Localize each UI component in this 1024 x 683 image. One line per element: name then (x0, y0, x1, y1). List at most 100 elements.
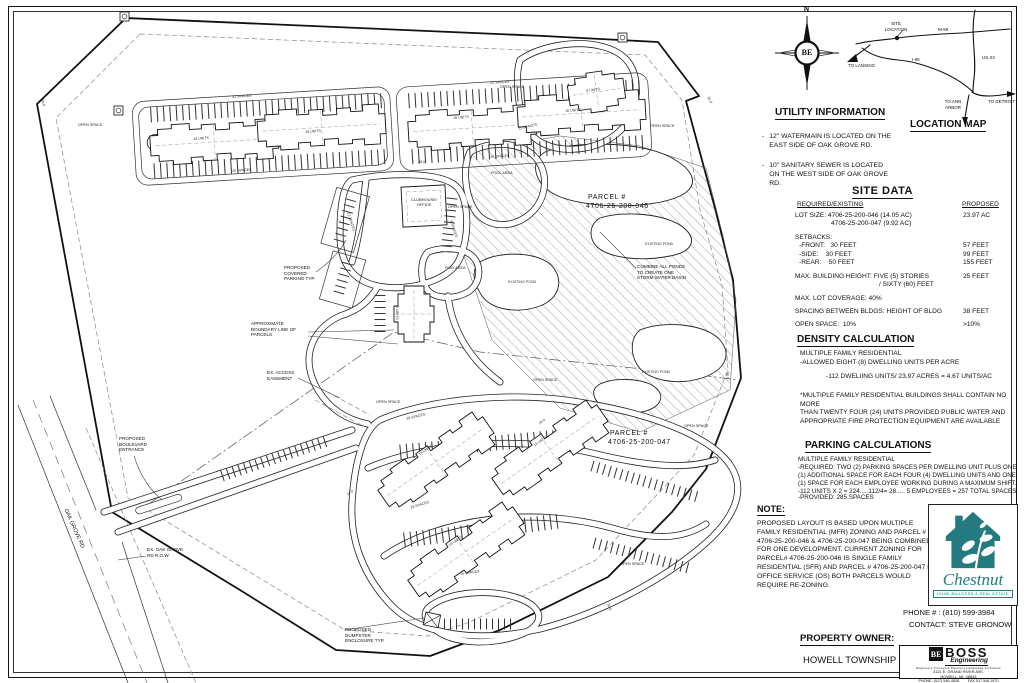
list-marker: - (762, 132, 765, 140)
us23-label: US-23 (982, 55, 995, 60)
covered-parking-structures (318, 186, 370, 309)
parcel-047-label: PARCEL # (610, 430, 648, 437)
open-space-label: OPEN SPACE (448, 205, 473, 209)
table-row: SETBACKS: (795, 234, 1019, 242)
cell: 23.97 AC (963, 212, 991, 219)
boundary-note: APPROXIMATE BOUNDARY LINE OF PARCELS (251, 321, 297, 338)
building-mid (374, 285, 435, 343)
sheet-border-inner (13, 11, 1012, 673)
cell: 99 FEET (963, 250, 990, 258)
parking-heading: PARKING CALCULATIONS (805, 440, 932, 453)
chestnut-logo: Chestnut HOME BUILDERS & REAL ESTATE (928, 504, 1018, 606)
cell: / SIXTY (60) FEET (879, 281, 934, 289)
utility-list: - 12" WATERMAIN IS LOCATED ON THE EAST S… (762, 124, 932, 201)
existing-pond-label: EXISTING POND (508, 280, 537, 284)
boulevard-note: PROPOSED BOULEVARD ENTRANCE (119, 436, 147, 453)
table-row: MAX. LOT COVERAGE: 40% (795, 295, 1019, 303)
chestnut-wordmark: Chestnut (942, 570, 1004, 589)
covered-parking-note: PROPOSED COVERED PARKING TYP. (284, 265, 316, 282)
boss-phone: PHONE: (517) 546-4836 (918, 679, 959, 683)
cell: MAX. BUILDING HEIGHT: FIVE (5) STORIES (795, 272, 929, 280)
property-owner-name: HOWELL TOWNSHIP (803, 655, 897, 666)
oak-grove-road (17, 395, 197, 683)
chestnut-phone: PHONE # : (810) 599-3984 (903, 608, 995, 617)
boss-address2: HOWELL, MI. 48843 (940, 673, 977, 679)
location-map-lines (847, 9, 1016, 126)
cell (963, 234, 1019, 242)
cell: 57 FEET (963, 242, 990, 250)
note-body: PROPOSED LAYOUT IS BASED UPON MULTIPLE F… (757, 520, 934, 589)
boss-logo-row: BE BOSS Engineering (929, 645, 988, 666)
site-data-heading: SITE DATA (852, 185, 913, 199)
open-space-label: OPEN SPACE (500, 85, 525, 89)
north-monogram: BE (801, 48, 813, 57)
cell: LOT SIZE: 4706-25-200-046 (14.05 AC) (795, 212, 912, 219)
boss-name: BOSS (945, 645, 988, 660)
cell: 25 FEET (963, 272, 990, 280)
existing-pond-label: EXISTING POND (642, 370, 671, 374)
table-row: -SIDE: 30 FEET 99 FEET (795, 251, 1019, 259)
open-space-label: OPEN SPACE (376, 400, 401, 404)
cell: -REAR: 50 FEET (799, 259, 855, 267)
density-line: MULTIPLE FAMILY RESIDENTIAL -ALLOWED EIG… (800, 350, 960, 366)
table-row: / SIXTY (60) FEET (795, 281, 1019, 289)
boss-address1: 3121 E. GRAND RIVER AVE. (933, 669, 984, 675)
utility-item: - 10" SANITARY SEWER IS LOCATED ON THE W… (762, 162, 932, 188)
storm-basin-area (461, 135, 737, 433)
to-lansing-label: TO LANSING (848, 63, 876, 68)
open-space-label: OPEN SPACE (78, 123, 103, 127)
boss-name-block: BOSS Engineering (945, 645, 988, 666)
dim-label: 28.0 (418, 160, 425, 164)
table-row: -REAR: 50 FEET 155 FEET (795, 259, 1019, 267)
site-data-col-right: PROPOSED (962, 201, 999, 208)
play-label: PLAY AREA (445, 266, 466, 270)
existing-pond-label: EXISTING POND (645, 242, 674, 246)
combine-ponds-note: COMBINE ALL PONDS TO CREATE ONE STORM WA… (637, 264, 686, 281)
cell: MAX. LOT COVERAGE: 40% (795, 294, 882, 302)
density-line: -112 DWELIING UNITS/ 23.97 ACRES = 4.67 … (826, 373, 993, 380)
access-easement-note: EX. ACCESS EASEMENT (267, 370, 295, 381)
i96-label: I-96 (912, 57, 920, 62)
table-row: OPEN SPACE: 10%>10% (795, 321, 1019, 329)
to-ann-arbor-label: TO ANN ARBOR (944, 99, 962, 110)
north-label: N (804, 6, 810, 13)
cell: -SIDE: 30 FEET (799, 250, 852, 258)
note-heading: NOTE: (757, 504, 785, 516)
leader-lines (117, 231, 637, 631)
density-heading: DENSITY CALCULATION (797, 334, 915, 347)
utility-item: - 12" WATERMAIN IS LOCATED ON THE EAST S… (762, 133, 932, 151)
cell (963, 220, 1019, 228)
parcel-046-number: 4706-25-200-046 (586, 203, 649, 210)
m59-label: M-59 (938, 27, 949, 32)
open-space-label: OPEN SPACE (650, 124, 675, 128)
south-cluster (220, 396, 700, 630)
parking-line: -PROVIDED: 285 SPACES (798, 494, 874, 501)
location-map-heading: LOCATION MAP (910, 119, 987, 132)
density-line: *MULTIPLE FAMILY RESIDENTIAL BUILDINGS S… (800, 392, 1007, 425)
boss-engineering-block: BE BOSS Engineering Engineers Surveyors … (899, 645, 1018, 683)
sheet-border-outer (8, 6, 1017, 678)
table-row: MAX. BUILDING HEIGHT: FIVE (5) STORIES 25… (795, 273, 1019, 281)
chestnut-contact: CONTACT: STEVE GRONOW (909, 620, 1012, 629)
table-row: SPACING BETWEEN BLDGS: HEIGHT OF BLDG 38 … (795, 308, 1019, 316)
cell: 38 FEET (963, 307, 990, 315)
dim-label: 30.0 (725, 372, 730, 380)
open-space-label: OPEN SPACE (533, 378, 558, 382)
cell: 155 FEET (963, 259, 993, 267)
clubhouse-area (400, 184, 448, 228)
boss-fax: FAX 517 546 1670 (967, 679, 999, 683)
north-arrow (775, 16, 839, 90)
utility-item-text: 10" SANITARY SEWER IS LOCATED ON THE WES… (769, 162, 888, 187)
chestnut-tagline: HOME BUILDERS & REAL ESTATE (933, 590, 1013, 598)
dumpster-enclosure (422, 611, 442, 629)
cell: SETBACKS: (795, 233, 833, 241)
site-data-table: LOT SIZE: 4706-25-200-046 (14.05 AC) 23.9… (795, 212, 1019, 330)
boss-phone-fax: PHONE: (517) 546-4836 FAX 517 546 1670 (919, 679, 999, 683)
cell (963, 281, 1019, 289)
cell: SPACING BETWEEN BLDGS: HEIGHT OF BLDG (795, 307, 943, 315)
open-space-label: OPEN SPACE (684, 424, 709, 428)
table-row: LOT SIZE: 4706-25-200-046 (14.05 AC) 23.9… (795, 212, 1019, 220)
cell: OPEN SPACE: 10% (795, 321, 857, 329)
